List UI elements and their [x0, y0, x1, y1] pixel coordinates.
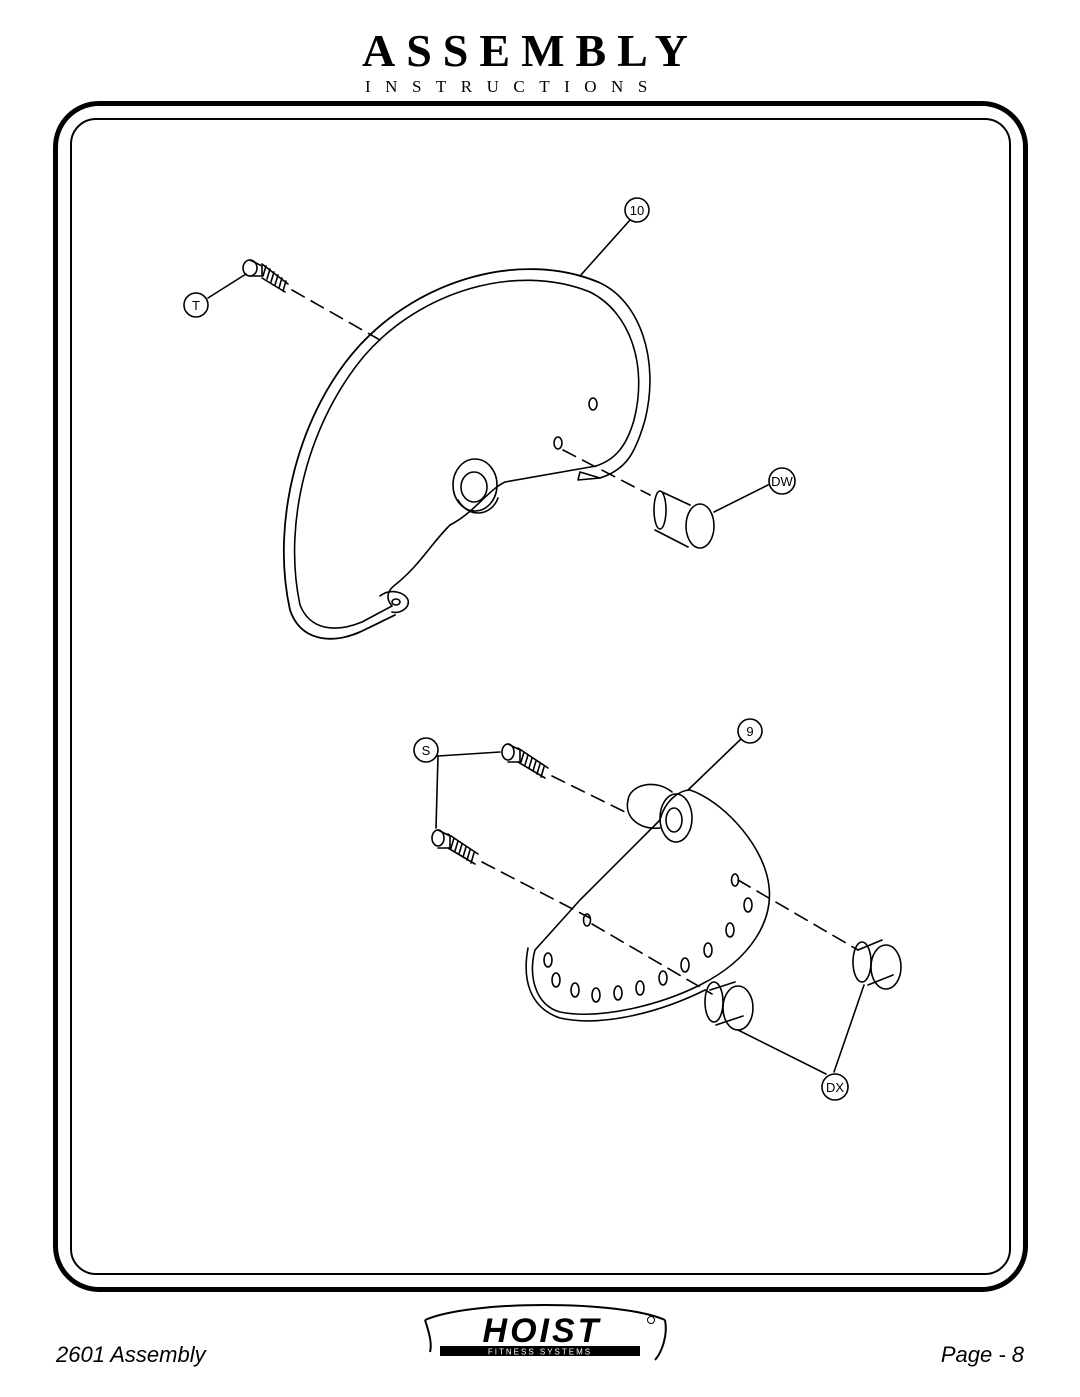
callout-dw: DW	[768, 467, 796, 495]
footer-page-number: Page - 8	[940, 1342, 1024, 1367]
callout-9: 9	[737, 718, 763, 744]
bolt-t	[242, 259, 289, 293]
bushing-dx-right	[852, 939, 902, 990]
bushing-dw	[653, 490, 715, 549]
hoist-logo: HOIST FITNESS SYSTEMS	[424, 1304, 667, 1361]
shroud-part-10	[282, 268, 651, 640]
footer-model-label: 2601 Assembly	[56, 1342, 206, 1367]
page-title: ASSEMBLY	[362, 25, 699, 76]
callout-s-label: S	[422, 743, 431, 758]
page-subtitle: INSTRUCTIONS	[365, 77, 662, 96]
callout-10: 10	[624, 197, 650, 223]
callout-t-label: T	[192, 298, 200, 313]
diagram-frame-outer	[53, 101, 1028, 1292]
callout-s: S	[413, 737, 439, 763]
logo-tagline: FITNESS SYSTEMS	[488, 1348, 592, 1357]
callout-dx: DX	[821, 1073, 849, 1101]
callout-10-label: 10	[630, 203, 644, 218]
bolt-s-lower	[431, 829, 479, 865]
callout-9-label: 9	[746, 724, 753, 739]
selector-plate-part-9	[525, 783, 771, 1022]
bushing-dx-left	[704, 981, 754, 1031]
callout-dw-label: DW	[771, 474, 793, 489]
callout-dx-label: DX	[826, 1080, 844, 1095]
logo-brand: HOIST	[483, 1312, 602, 1350]
callout-t: T	[183, 292, 209, 318]
diagram-frame-inner	[70, 118, 1011, 1275]
callouts: 10 T DW 9 S DX	[183, 197, 849, 1101]
bolt-s-upper	[501, 743, 549, 779]
